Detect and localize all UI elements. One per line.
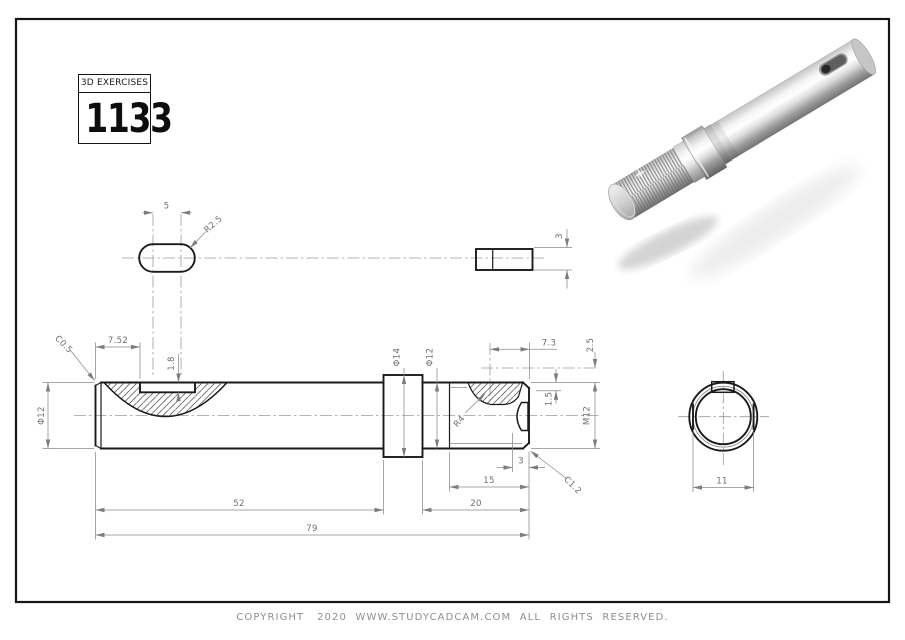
dim-across-flats: 11 <box>716 477 728 487</box>
flat-top-view-outline <box>475 248 534 271</box>
dim-slot-depth: 1.8 <box>167 356 177 371</box>
dim-collar-diameter: Φ14 <box>393 348 403 367</box>
slot-profile <box>139 381 196 394</box>
dim-slot-position: 7.52 <box>108 336 128 346</box>
outer-circle <box>688 381 759 452</box>
exercise-number: 1133 <box>85 96 173 142</box>
dim-chamfer-right: C1.2 <box>561 475 583 497</box>
exercise-label-box: 3D EXERCISES 1133 <box>78 74 173 144</box>
dim-overall-length: 79 <box>306 524 318 534</box>
dim-slot-radius: R2.5 <box>203 214 225 235</box>
render-shadow <box>618 216 718 270</box>
dim-body-diameter: Φ12 <box>37 406 47 425</box>
dim-left-section: 52 <box>233 499 245 509</box>
slot-end-view <box>710 380 735 394</box>
dim-flat-depth: 1.5 <box>545 392 555 407</box>
side-view <box>688 380 759 452</box>
dimensions: 5 R2.5 3 C0.5 7.52 1.8 Φ12 Φ14 Φ12 <box>37 202 754 540</box>
copyright-text: COPYRIGHT 2020 WWW.STUDYCADCAM.COM ALL R… <box>236 612 669 623</box>
dim-pocket-radius: R4 <box>452 414 467 430</box>
dim-thread-spec: M12 <box>583 406 593 425</box>
sparkle-highlight <box>635 169 645 179</box>
dim-pocket-width: 3 <box>518 457 524 467</box>
render-shadow-soft <box>690 165 860 279</box>
collar-outline <box>382 374 424 458</box>
dim-flat-height: 3 <box>555 233 565 239</box>
render-end-face <box>608 183 636 221</box>
pocket-floor-curve <box>467 382 524 406</box>
render-collar <box>681 125 728 180</box>
dim-chamfer-left: C0.5 <box>52 334 74 356</box>
top-view <box>138 243 534 273</box>
dim-slot-width: 5 <box>164 202 170 212</box>
pocket-outline <box>516 401 529 432</box>
dim-cutter-offset: 2.5 <box>586 338 596 353</box>
render-slot <box>818 52 849 77</box>
inner-circle <box>694 388 752 446</box>
slot-top-view-outline <box>138 243 196 273</box>
cutter-arc <box>102 381 229 418</box>
render-3d <box>608 38 876 279</box>
series-label: 3D EXERCISES <box>79 75 150 93</box>
dim-shank-diameter: Φ12 <box>426 348 436 367</box>
dim-right-section: 20 <box>470 499 482 509</box>
render-body <box>710 39 875 160</box>
front-view <box>94 374 531 458</box>
dim-thread-length: 15 <box>483 476 495 486</box>
dim-pocket-position: 7.3 <box>542 338 557 348</box>
sheet-border <box>14 17 891 604</box>
render-end-cap <box>851 38 876 75</box>
